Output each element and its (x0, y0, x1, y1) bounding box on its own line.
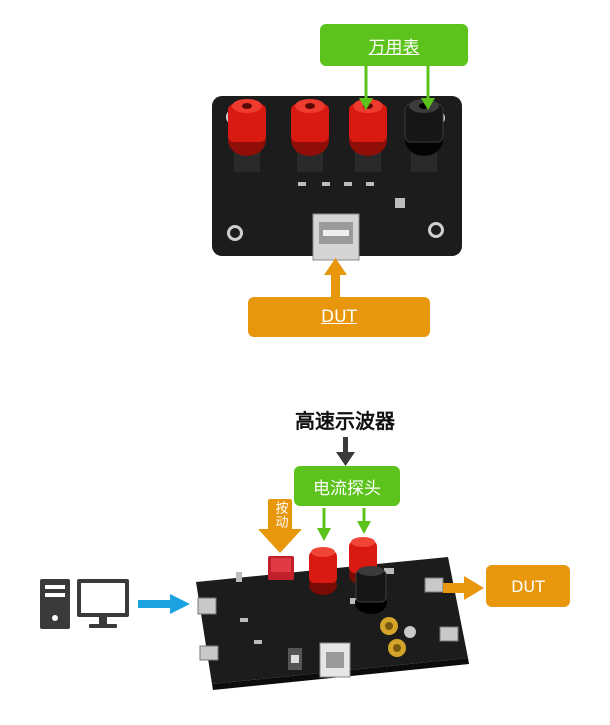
multimeter-label: 万用表 (368, 37, 420, 58)
dut-label-box-bottom: DUT (486, 565, 570, 607)
dut-label-bottom: DUT (511, 576, 545, 596)
dut-arrow-top (324, 258, 347, 300)
dut-label-box-top: DUT (248, 297, 430, 337)
dut-arrow-bottom (443, 576, 484, 600)
dut-label-top: DUT (321, 307, 357, 327)
bottom-board-components (197, 556, 459, 678)
bottom-red-post-1 (309, 547, 337, 595)
probe-arrows (317, 508, 371, 541)
press-arrow (258, 529, 302, 553)
bottom-black-post (355, 566, 387, 614)
computer-icon (40, 579, 129, 629)
black-binding-post (404, 99, 444, 172)
red-binding-post-1 (228, 99, 266, 172)
press-label-box: 按动 (268, 499, 292, 531)
multimeter-label-box: 万用表 (320, 24, 468, 66)
usb-input-arrow (138, 594, 190, 614)
scope-arrow (336, 437, 355, 466)
current-probe-label: 电流探头 (313, 478, 381, 499)
current-probe-label-box: 电流探头 (294, 466, 400, 506)
usb-a-connector (312, 213, 360, 261)
top-pcb-board (212, 96, 462, 256)
multimeter-arrows (359, 64, 435, 110)
scope-title: 高速示波器 (295, 409, 395, 433)
smd-pads (298, 182, 405, 208)
red-binding-post-2 (291, 99, 329, 172)
press-label: 按动 (272, 501, 288, 529)
